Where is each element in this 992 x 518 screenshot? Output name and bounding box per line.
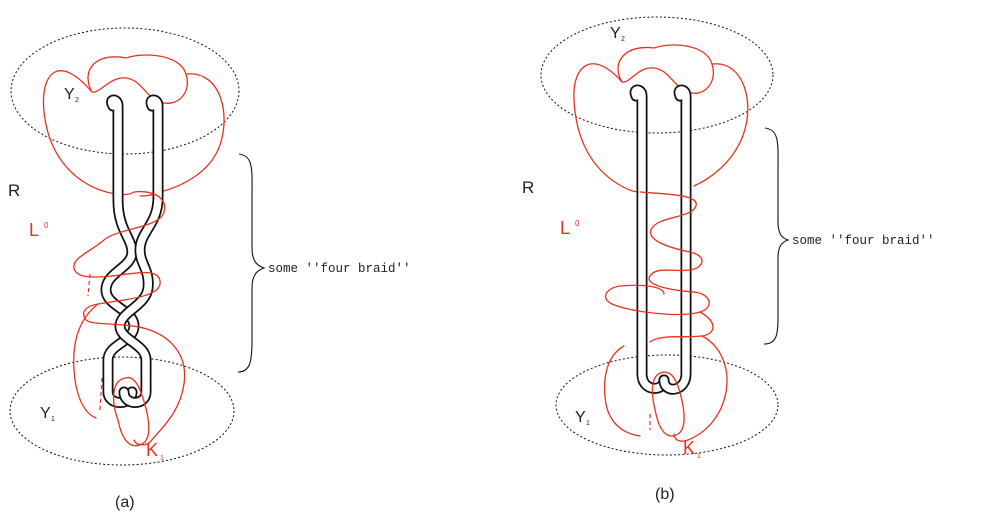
red-strand-1: [73, 190, 166, 278]
braid-annotation: some ''four braid'': [268, 262, 411, 276]
black-rope-right-in: [660, 86, 690, 393]
label-y2: Y: [610, 25, 621, 42]
red-k1-loop: [113, 376, 150, 447]
label-l0: L: [29, 220, 39, 240]
red-strand-2: [648, 251, 703, 293]
label-l0-sup: 0: [44, 221, 49, 230]
braid-brace: [763, 127, 790, 345]
black-rope-right-in: [116, 96, 162, 407]
red-dashed-a: [99, 377, 103, 411]
y2-region: [540, 16, 774, 134]
y1-region: [555, 354, 779, 456]
label-k1-sub: 1: [697, 453, 701, 460]
y1-region: [9, 356, 235, 466]
braid-annotation: some ''four braid'': [792, 234, 935, 248]
panel-a: R L 0 Y 2 Y 1 K 1 some ''four braid'' (a…: [8, 27, 411, 511]
braid-brace: [237, 153, 266, 373]
red-strand-4: [73, 303, 99, 419]
red-l0-right: [693, 63, 749, 187]
label-k1: K: [683, 438, 695, 458]
caption-b: (b): [655, 486, 675, 503]
caption-a: (a): [115, 494, 135, 511]
red-l0-right: [139, 73, 225, 197]
y2-region: [10, 27, 240, 155]
label-y1: Y: [40, 405, 51, 422]
black-rope-left-in: [102, 96, 138, 407]
label-y2-sub: 2: [621, 36, 625, 43]
red-clasp-top: [617, 44, 714, 94]
label-y1-sub: 1: [51, 416, 55, 423]
label-y2: Y: [64, 86, 75, 103]
label-k1-sub: 1: [160, 455, 164, 462]
red-l0-left: [573, 63, 641, 193]
label-k1: K: [146, 440, 158, 460]
red-strand-3: [133, 329, 186, 446]
black-rope-left-in: [631, 86, 668, 392]
panel-b: R L 0 Y 2 Y 1 K 1 some ''four braid'' (b…: [522, 16, 935, 503]
label-l0: L: [560, 218, 570, 238]
label-l0-sup: 0: [575, 219, 580, 228]
red-strand-1: [639, 191, 697, 253]
red-strand-5: [673, 335, 728, 442]
label-y1: Y: [575, 409, 586, 426]
label-r: R: [8, 181, 20, 200]
label-y2-sub: 2: [75, 97, 79, 104]
label-r: R: [522, 178, 534, 197]
red-strand-3: [604, 284, 710, 316]
red-clasp-top: [87, 54, 188, 104]
red-strand-6: [603, 345, 641, 437]
label-y1-sub: 1: [586, 420, 590, 427]
red-dashed-b: [87, 273, 91, 297]
red-k1-loop: [651, 371, 685, 437]
